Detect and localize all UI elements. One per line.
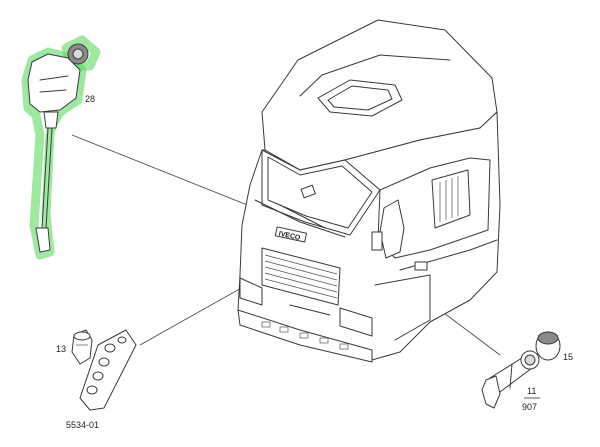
mirror-mount: [371, 231, 383, 251]
roof-crease: [299, 54, 451, 97]
badge-plate: [274, 226, 308, 243]
part-5534-switch-panel[interactable]: [79, 329, 137, 411]
step-panel: [374, 274, 431, 341]
roof-hatch-inner: [327, 85, 393, 111]
part-13-clip[interactable]: [71, 329, 93, 365]
callout-907: 907: [522, 402, 537, 412]
sensor-rod-end: [35, 227, 51, 253]
cap-top: [537, 331, 559, 345]
truck-cab: IVECO: [237, 19, 501, 363]
catalog-ref: 5534-01: [66, 420, 99, 430]
windscreen-inner: [267, 156, 373, 229]
valve-spigot: [509, 363, 513, 389]
callout-28: 28: [85, 94, 95, 104]
door-handle: [414, 261, 428, 271]
tow-slot: [289, 304, 331, 316]
part-11-valve[interactable]: [481, 350, 540, 409]
clip-top: [73, 331, 91, 341]
sensor-neck: [43, 111, 59, 129]
wiper-arm-left: [254, 199, 346, 238]
vent-slots: [439, 176, 459, 222]
headlamp-right: [339, 307, 373, 337]
sensor-housing-detail: [39, 75, 69, 93]
sensor-rod-edge: [45, 127, 53, 229]
windscreen-sticker: [300, 184, 316, 199]
door-glass: [431, 169, 471, 229]
valve-head-inner: [524, 354, 536, 366]
sensor-knob-cap: [72, 48, 84, 60]
valve-outlet: [481, 375, 501, 409]
cab-badge-text: IVECO: [278, 231, 301, 242]
part-15-cap[interactable]: [535, 331, 561, 361]
bumper-slots: [261, 321, 349, 350]
sensor-housing: [27, 53, 81, 113]
grille-slats: [264, 254, 338, 299]
callout-11: 11: [527, 386, 536, 396]
callout-13: 13: [56, 344, 66, 354]
switch-panel-holes: [86, 336, 127, 395]
callout-15: 15: [563, 352, 573, 362]
sensor-rod: [41, 127, 49, 229]
headlamp-left: [239, 277, 263, 306]
part-28-level-sensor[interactable]: [21, 35, 101, 260]
wiper-arm-right: [279, 204, 326, 229]
